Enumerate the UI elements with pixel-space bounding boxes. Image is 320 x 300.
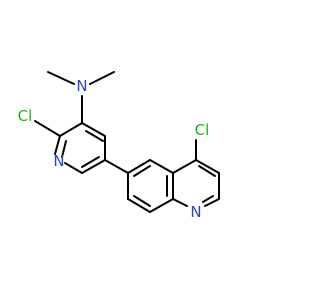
bond-c5-c6 (81, 159, 106, 174)
bond-c3-c4-double-inner (85, 130, 104, 142)
bond-c2-cl (34, 120, 61, 137)
bond-q-c5-c6-inner (133, 165, 151, 177)
bond-q-c7-c8 (127, 198, 151, 213)
bond-q-c5-c6 (127, 159, 151, 174)
bond-n-methyl-left (47, 71, 75, 85)
bond-q-c4-c3-inner (198, 165, 216, 177)
bond-n1-c2 (54, 135, 61, 155)
atom-n-quinoline: N (190, 203, 201, 221)
atom-cl-pyridine: Cl (18, 107, 33, 125)
bond-n-methyl-right (89, 71, 115, 85)
atom-n-amine: N (76, 77, 87, 95)
bond-c6-n1 (64, 162, 83, 174)
bond-c5-c6-inner (81, 156, 100, 168)
atom-labels: Cl N N Cl N (18, 77, 210, 221)
structure-canvas: Cl N N Cl N (18, 71, 220, 221)
bond-q-c4a-c5 (149, 159, 174, 174)
bond-n1-c2-inner (61, 140, 67, 158)
bond-q-c7-c8-inner (133, 195, 151, 207)
bond-c2-c3 (59, 122, 83, 137)
bond-q-c8-c8a (149, 198, 174, 213)
bond-c3-c4-double (81, 122, 106, 137)
bond-q-n1-c8a (172, 198, 188, 207)
atom-cl-quinoline: Cl (195, 121, 210, 139)
bond-q-c2-n1-inner (202, 195, 214, 203)
bonds (34, 71, 220, 213)
bond-py-quinoline (104, 159, 129, 174)
molecule-drawing: Cl N N Cl N (18, 71, 220, 221)
bond-q-c4-c3 (195, 159, 220, 174)
atom-n-pyridine: N (53, 152, 64, 170)
bond-q-c2-n1 (204, 198, 220, 207)
bond-q-c4a-c4 (172, 159, 197, 174)
